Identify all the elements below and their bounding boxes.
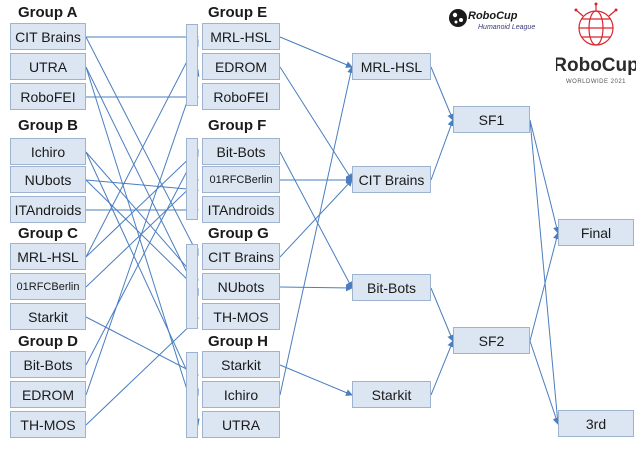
merge-box (186, 138, 198, 220)
connector (85, 36, 199, 256)
quarterfinal-box: CIT Brains (352, 166, 431, 193)
connector (430, 119, 455, 181)
merge-box (186, 24, 198, 106)
team-box: Starkit (202, 351, 280, 378)
team-box: Bit-Bots (10, 351, 86, 378)
team-box: Ichiro (202, 381, 280, 408)
team-box: ITAndroids (202, 196, 280, 223)
group-d-header: Group D (18, 333, 78, 350)
team-box: EDROM (10, 381, 86, 408)
robocup-2021-logo: RoboCup WORLDWIDE 2021 (556, 2, 636, 85)
team-box: UTRA (10, 53, 86, 80)
team-box: Starkit (10, 303, 86, 330)
team-box: RoboFEI (10, 83, 86, 110)
team-box: Ichiro (10, 138, 86, 165)
hl-sub-text: Humanoid League (478, 24, 535, 31)
semifinal-box: SF2 (453, 327, 530, 354)
connector (85, 317, 199, 426)
group-a-header: Group A (18, 4, 78, 21)
robocup-brand-text: RoboCup (556, 55, 636, 76)
team-box: EDROM (202, 53, 280, 80)
connector (85, 39, 199, 258)
team-box: MRL-HSL (10, 243, 86, 270)
group-h-header: Group H (208, 333, 268, 350)
hl-brand-text: RoboCup (468, 10, 518, 22)
group-c-header: Group C (18, 225, 78, 242)
connector (430, 340, 454, 396)
group-e-header: Group E (208, 4, 268, 21)
team-box: NUbots (202, 273, 280, 300)
team-box: UTRA (202, 411, 280, 438)
team-box: CIT Brains (10, 23, 86, 50)
robocup-sub-text: WORLDWIDE 2021 (566, 79, 626, 85)
merge-box (186, 352, 198, 438)
connector (529, 119, 560, 234)
final-box: Final (558, 219, 634, 246)
connector (85, 151, 199, 396)
connector (85, 179, 199, 193)
connector (85, 151, 199, 281)
connector (85, 179, 199, 291)
team-box: NUbots (10, 166, 86, 193)
connector (85, 149, 199, 258)
connector (279, 364, 353, 396)
connector (279, 284, 353, 292)
team-box: RoboFEI (202, 83, 280, 110)
merge-box (186, 244, 198, 329)
connector (529, 340, 560, 425)
group-b-header: Group B (18, 117, 78, 134)
connector (85, 149, 199, 366)
connector (279, 179, 353, 258)
connector (85, 316, 199, 376)
connector (430, 287, 454, 342)
connector (430, 66, 454, 121)
quarterfinal-box: MRL-HSL (352, 53, 431, 80)
quarterfinal-box: Starkit (352, 381, 431, 408)
humanoid-league-logo: RoboCup Humanoid League (449, 9, 535, 31)
connector (85, 66, 199, 296)
connector (529, 232, 560, 342)
connector (279, 151, 353, 289)
group-g-header: Group G (208, 225, 269, 242)
group-f-header: Group F (208, 117, 267, 134)
connector (279, 36, 353, 68)
team-box: TH-MOS (202, 303, 280, 330)
team-box: 01RFCBerlin (202, 166, 280, 193)
team-box: MRL-HSL (202, 23, 280, 50)
team-box: Bit-Bots (202, 138, 280, 165)
semifinal-box: SF1 (453, 106, 530, 133)
connector (85, 69, 200, 396)
connector (279, 66, 353, 181)
third-place-box: 3rd (558, 410, 634, 437)
connector (529, 119, 561, 425)
team-box: ITAndroids (10, 196, 86, 223)
quarterfinal-box: Bit-Bots (352, 274, 431, 301)
team-box: TH-MOS (10, 411, 86, 438)
team-box: CIT Brains (202, 243, 280, 270)
team-box: 01RFCBerlin (10, 273, 86, 300)
connector (279, 66, 355, 396)
